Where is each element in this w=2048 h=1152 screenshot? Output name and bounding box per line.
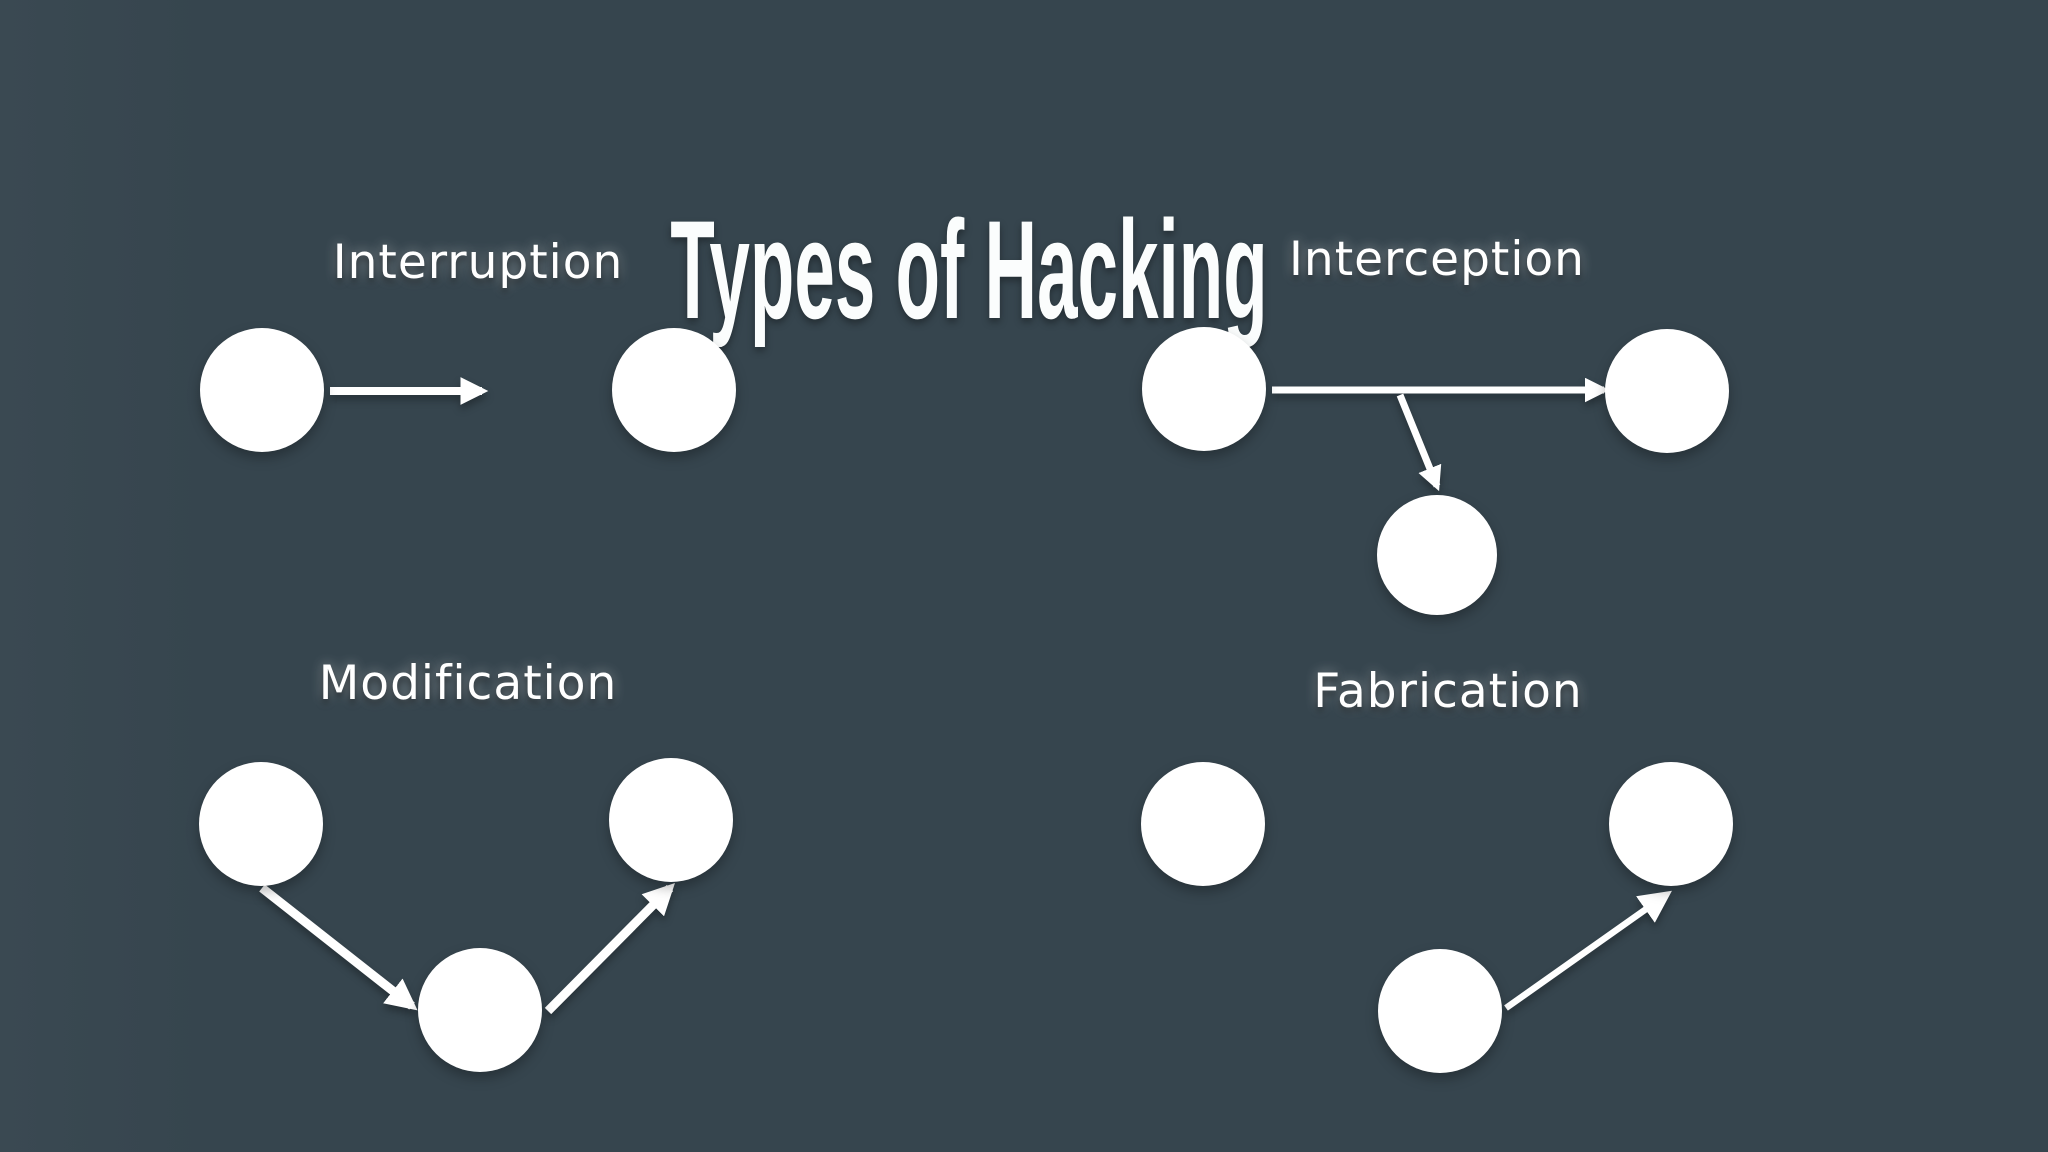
interruption-node-destination [612, 328, 736, 452]
interception-arrow-branch-to-interceptor [1396, 393, 1442, 492]
modification-arrow-flow-to-destination [544, 882, 675, 1015]
modification-arrow-flow-to-modifier [259, 884, 418, 1011]
interruption-node-source [200, 328, 324, 452]
interception-node-source [1142, 327, 1266, 451]
diagram-label-interruption: Interruption [332, 235, 624, 290]
modification-node-source [199, 762, 323, 886]
diagram-modification [199, 758, 733, 1072]
interception-node-interceptor [1377, 495, 1497, 615]
modification-node-modifier [418, 948, 542, 1072]
slide-title: Types of Hacking [670, 190, 1268, 348]
fabrication-node-fabricator [1378, 949, 1502, 1073]
diagram-interruption [200, 328, 736, 452]
fabrication-node-source [1141, 762, 1265, 886]
fabrication-node-destination [1609, 762, 1733, 886]
diagram-fabrication [1141, 762, 1733, 1073]
modification-node-destination [609, 758, 733, 882]
fabrication-arrow-fabricated-flow-to-destination [1504, 890, 1672, 1011]
diagram-label-modification: Modification [318, 656, 618, 711]
diagram-label-fabrication: Fabrication [1313, 664, 1583, 719]
interception-node-destination [1605, 329, 1729, 453]
diagram-interception [1142, 327, 1729, 615]
diagram-label-interception: Interception [1289, 232, 1585, 287]
